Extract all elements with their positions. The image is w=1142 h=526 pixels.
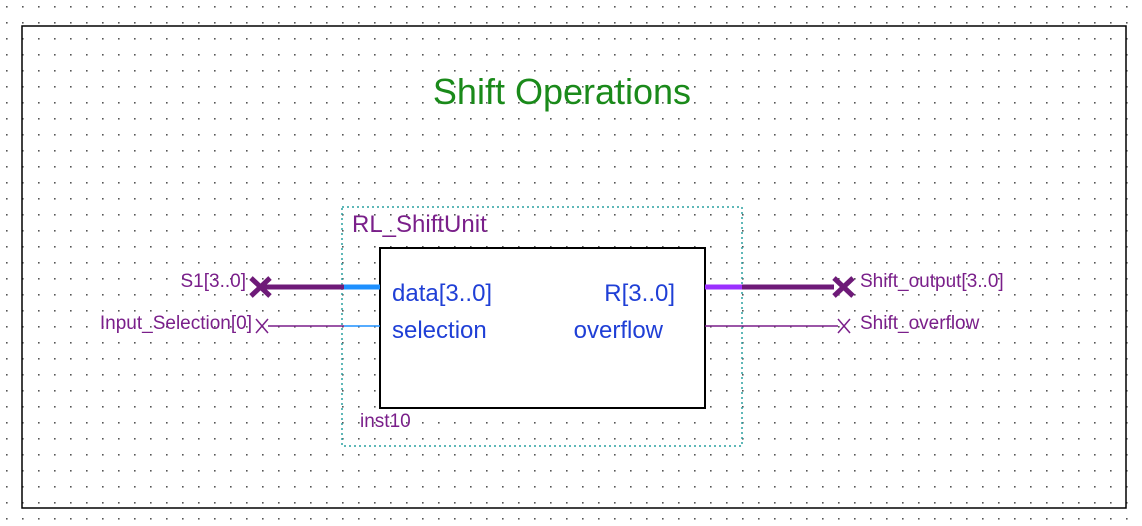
sheet-border (21, 25, 1127, 509)
output-bus-pin-label[interactable]: Shift_output[3..0] (860, 271, 1004, 292)
output-bus-pin-marker-icon[interactable] (832, 276, 855, 298)
symbol-frame[interactable] (341, 206, 743, 447)
port-overflow-label: overflow (574, 317, 664, 344)
instance-label: inst10 (360, 411, 411, 432)
port-data-label: data[3..0] (392, 280, 492, 307)
output-overflow-pin-label[interactable]: Shift_overflow (860, 313, 980, 334)
port-selection-label: selection (392, 317, 487, 344)
input-bus-pin-marker-icon[interactable] (249, 276, 272, 298)
input-select-pin-marker-icon[interactable] (255, 318, 269, 334)
block-name: RL_ShiftUnit (352, 211, 487, 238)
input-select-pin-label[interactable]: Input_Selection[0] (100, 313, 252, 334)
input-bus-pin-label[interactable]: S1[3..0] (181, 271, 247, 292)
output-overflow-pin-marker-icon[interactable] (837, 318, 851, 334)
diagram-title: Shift Operations (433, 71, 691, 112)
shift-unit-block[interactable] (379, 247, 706, 409)
port-result-label: R[3..0] (604, 280, 675, 307)
